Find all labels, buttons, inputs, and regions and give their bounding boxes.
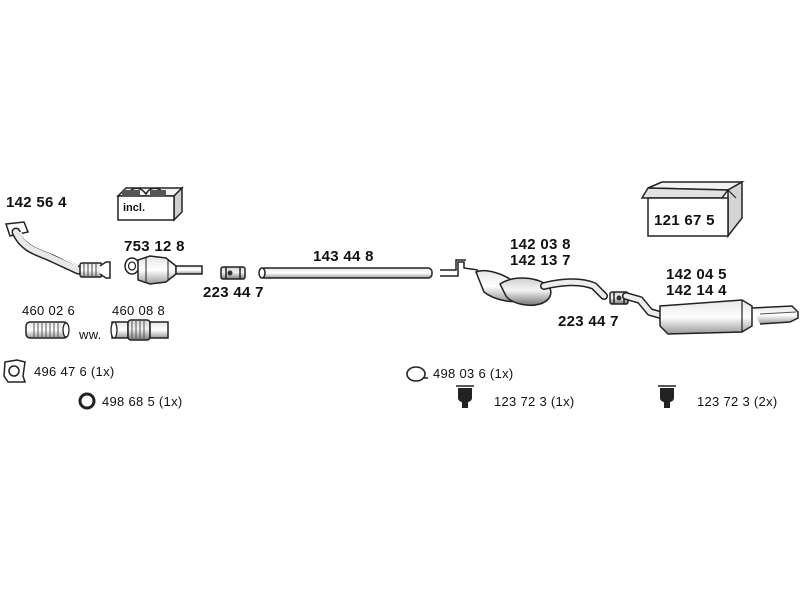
hanger-icon-a xyxy=(456,385,474,408)
label-rear-silencer-b: 142 14 4 xyxy=(666,282,727,299)
label-rear-silencer-a: 142 04 5 xyxy=(666,266,727,283)
label-clamp-rear: 223 44 7 xyxy=(558,313,619,330)
label-square-gasket: 496 47 6 (1x) xyxy=(34,364,115,379)
catalyst xyxy=(124,255,203,285)
mounting-kit-box xyxy=(640,180,745,239)
label-flex-pipe-b: 460 08 8 xyxy=(112,303,166,318)
label-middle-silencer-b: 142 13 7 xyxy=(510,252,571,269)
front-pipe xyxy=(4,221,111,279)
ring-icon xyxy=(78,392,96,410)
center-pipe xyxy=(258,267,433,279)
label-hanger-b: 123 72 3 (2x) xyxy=(697,394,778,409)
label-rubber-ring: 498 03 6 (1x) xyxy=(433,366,514,381)
rubber-ring-icon xyxy=(406,366,428,382)
clamp-front xyxy=(220,266,246,280)
label-mounting-kit: 121 67 5 xyxy=(654,212,715,229)
label-clamp-front: 223 44 7 xyxy=(203,284,264,301)
flex-pipe-b xyxy=(110,319,169,341)
label-front-pipe: 142 56 4 xyxy=(6,194,67,211)
hanger-icon-b xyxy=(658,385,676,408)
label-center-pipe: 143 44 8 xyxy=(313,248,374,265)
rear-silencer xyxy=(622,292,799,335)
label-alternative: ww. xyxy=(79,327,102,342)
middle-silencer xyxy=(440,259,608,307)
label-catalyst: 753 12 8 xyxy=(124,238,185,255)
label-incl: incl. xyxy=(123,202,146,214)
label-ring: 498 68 5 (1x) xyxy=(102,394,183,409)
label-middle-silencer-a: 142 03 8 xyxy=(510,236,571,253)
square-gasket-icon xyxy=(3,359,27,383)
label-flex-pipe-a: 460 02 6 xyxy=(22,303,76,318)
flex-pipe-a xyxy=(25,321,70,339)
mounting-kit-box-small xyxy=(116,186,184,222)
label-hanger-a: 123 72 3 (1x) xyxy=(494,394,575,409)
